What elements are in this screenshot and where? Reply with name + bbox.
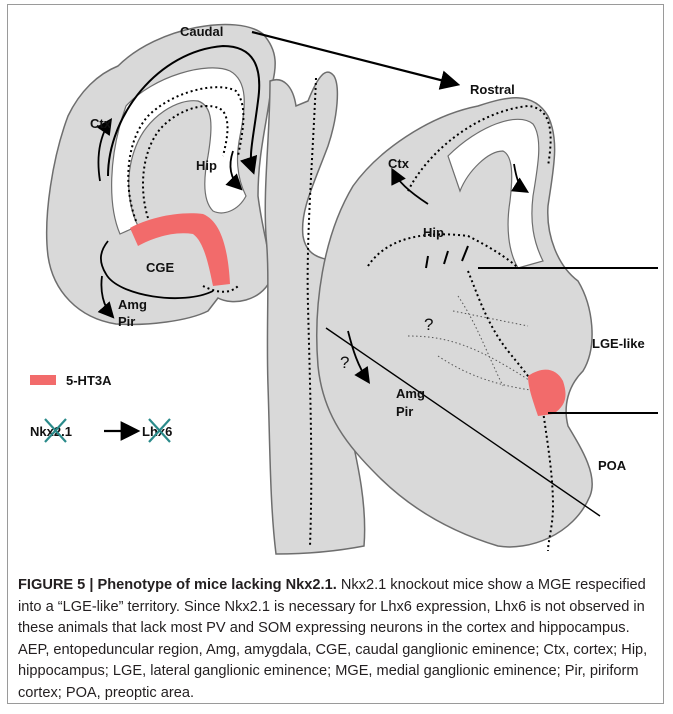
label-hip-right: Hip <box>423 225 444 240</box>
figure-caption: FIGURE 5 | Phenotype of mice lacking Nkx… <box>18 575 658 704</box>
caption-title: FIGURE 5 | Phenotype of mice lacking Nkx… <box>18 577 337 593</box>
rostral-section <box>317 98 658 551</box>
legend-5ht3a-label: 5-HT3A <box>66 373 112 388</box>
legend: 5-HT3A Nkx2.1 Lhx6 <box>30 373 172 442</box>
label-ctx-left: Ctx <box>90 116 112 131</box>
label-caudal: Caudal <box>180 24 223 39</box>
label-hip-left: Hip <box>196 158 217 173</box>
brain-diagram: Caudal Rostral Ctx Hip CGE Amg Pir Ctx H… <box>8 6 665 571</box>
label-amg-left: Amg <box>118 297 147 312</box>
label-poa: POA <box>598 458 627 473</box>
legend-5ht3a-swatch <box>30 375 56 385</box>
label-amg-right: Amg <box>396 386 425 401</box>
label-rostral: Rostral <box>470 82 515 97</box>
caudal-section <box>47 24 275 324</box>
label-ctx-right: Ctx <box>388 156 410 171</box>
label-lge-like: LGE-like <box>592 336 645 351</box>
label-question-upper: ? <box>424 315 433 334</box>
caudal-tissue <box>47 24 275 324</box>
label-cge: CGE <box>146 260 175 275</box>
caption-body: Nkx2.1 knockout mice show a MGE respecif… <box>18 577 647 701</box>
caudal-rostral-arrow <box>252 32 456 84</box>
label-pir-left: Pir <box>118 314 135 329</box>
label-question-lower: ? <box>340 353 349 372</box>
label-pir-right: Pir <box>396 404 413 419</box>
